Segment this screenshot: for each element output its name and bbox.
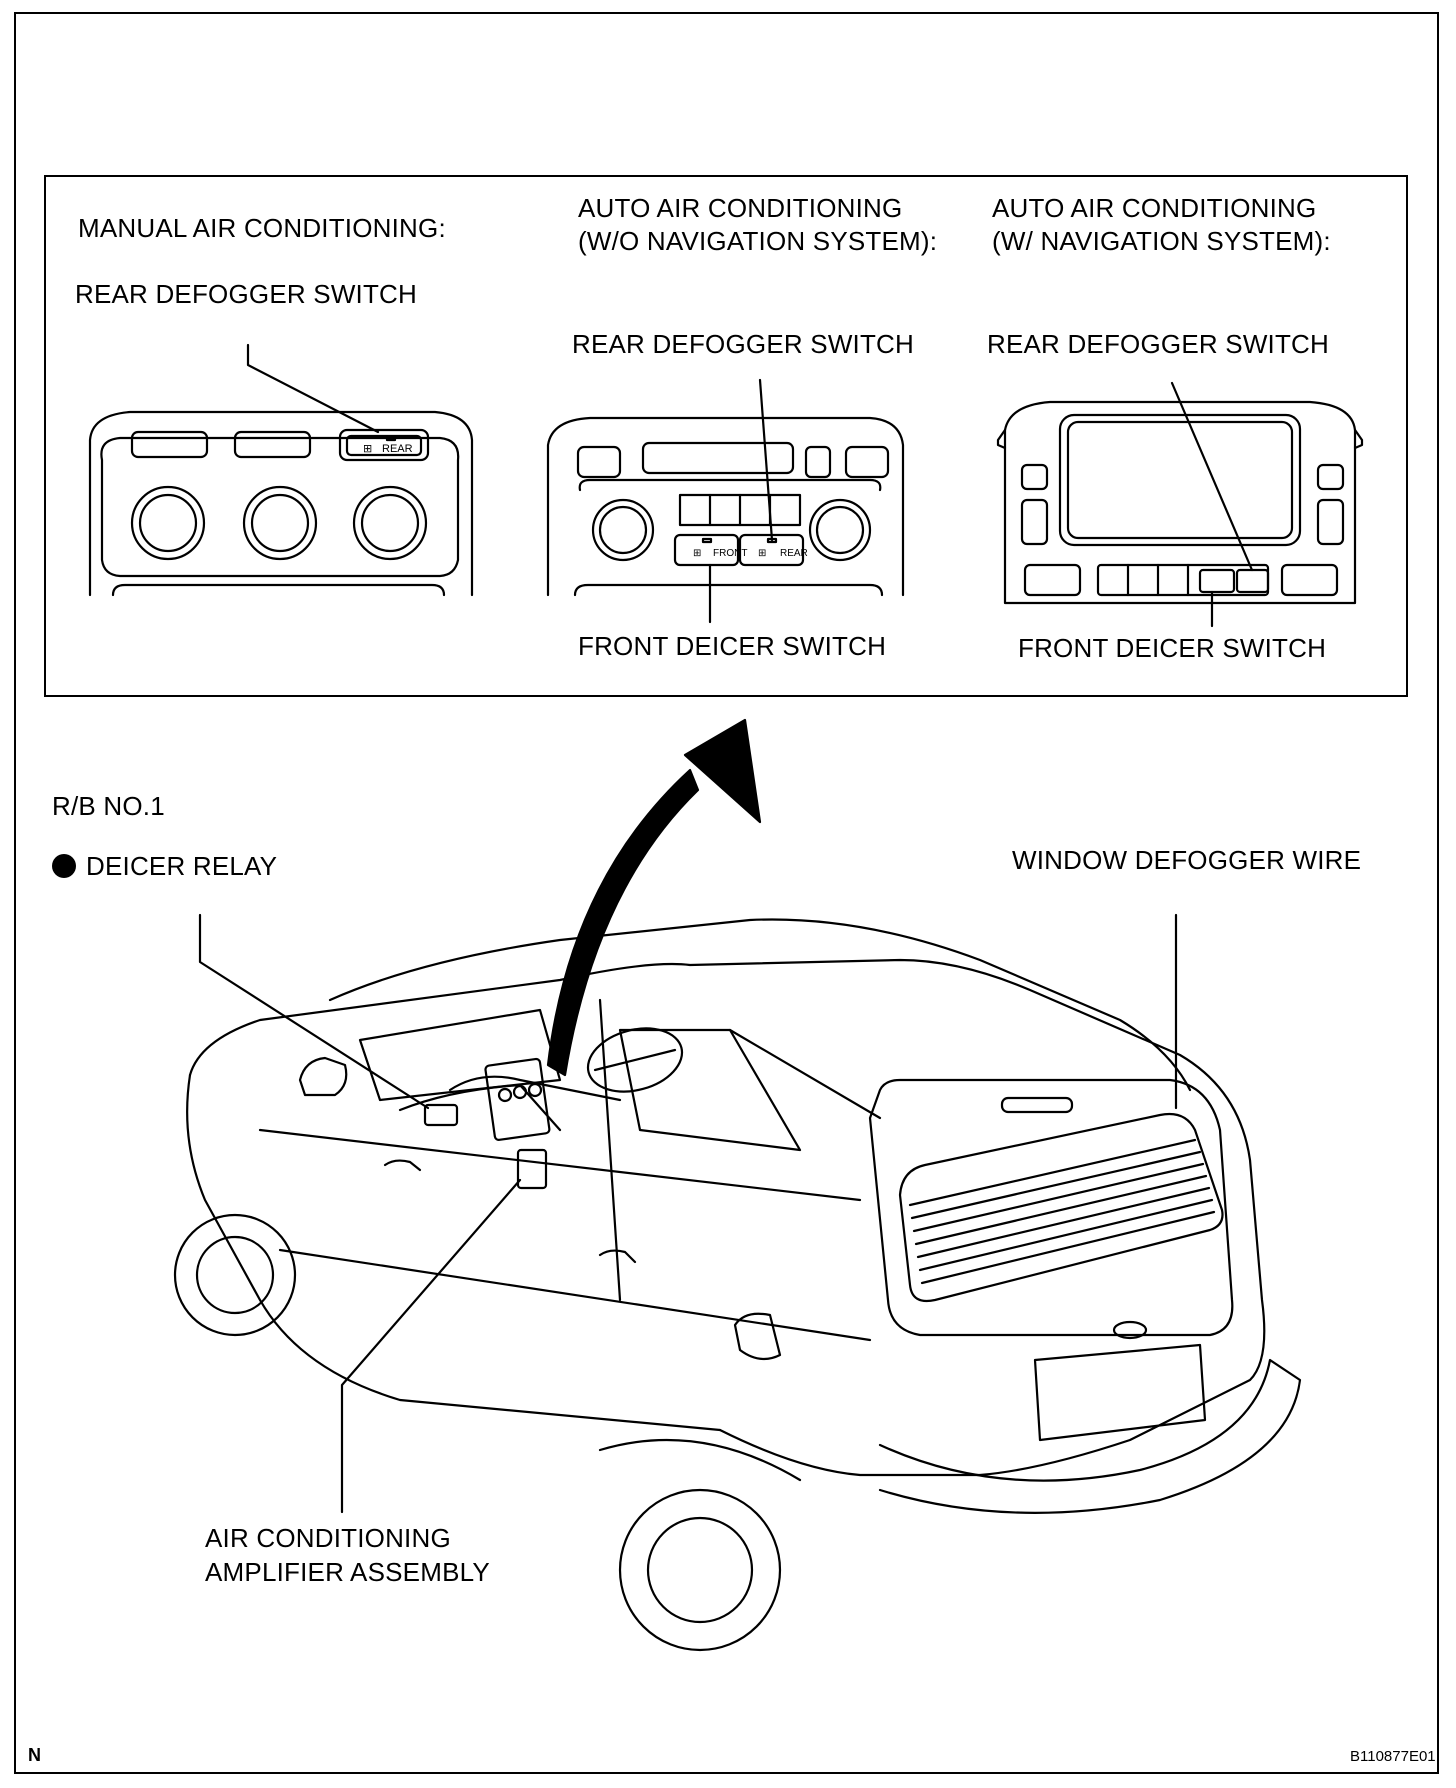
rear-defogger-button-w-nav[interactable] — [1235, 568, 1270, 594]
manual-ac-heading: MANUAL AIR CONDITIONING: — [78, 213, 446, 243]
corner-mark: N — [28, 1745, 41, 1765]
auto-wo-nav-heading-line2: (W/O NAVIGATION SYSTEM): — [578, 226, 938, 256]
rear-button-text-wo-nav: REAR — [780, 548, 808, 559]
window-defogger-wire-label: WINDOW DEFOGGER WIRE — [1012, 845, 1362, 875]
manual-rear-defogger-button[interactable] — [338, 428, 430, 462]
auto-w-nav-heading-line2: (W/ NAVIGATION SYSTEM): — [992, 226, 1331, 256]
auto-w-nav-panel — [996, 381, 1364, 628]
auto-wo-nav-panel — [546, 378, 905, 624]
amplifier-label-line2: AMPLIFIER ASSEMBLY — [205, 1557, 490, 1587]
switch-location-inset — [44, 175, 1408, 697]
amplifier-part — [516, 1148, 548, 1190]
deicer-relay-bullet — [52, 854, 76, 878]
svg-text:⊞: ⊞ — [693, 548, 701, 559]
auto-wo-nav-front-deicer-label: FRONT DEICER SWITCH — [578, 631, 887, 661]
manual-ac-panel — [88, 343, 474, 597]
navigation-display — [1058, 413, 1302, 547]
front-button-text: FRONT — [713, 548, 747, 559]
rb-no1-label: R/B NO.1 — [52, 791, 165, 821]
dashboard-ac-panel — [484, 1057, 551, 1141]
svg-text:⊞: ⊞ — [363, 442, 372, 455]
amplifier-leader — [340, 1178, 522, 1514]
deicer-relay-part — [423, 1103, 459, 1127]
auto-wo-nav-rear-defogger-label: REAR DEFOGGER SWITCH — [572, 329, 915, 359]
rear-window — [898, 1112, 1224, 1303]
auto-w-nav-heading-line1: AUTO AIR CONDITIONING — [992, 193, 1317, 223]
svg-text:⊞: ⊞ — [758, 548, 766, 559]
front-deicer-button-w-nav[interactable] — [1198, 568, 1236, 594]
auto-w-nav-front-deicer-label: FRONT DEICER SWITCH — [1018, 633, 1327, 663]
front-deicer-button-wo-nav[interactable] — [673, 533, 740, 567]
page-frame — [14, 12, 1439, 1774]
callout-arrow — [546, 718, 762, 1077]
manual-rear-defogger-label: REAR DEFOGGER SWITCH — [75, 279, 418, 309]
amplifier-label-line1: AIR CONDITIONING — [205, 1523, 451, 1553]
deicer-relay-label: DEICER RELAY — [86, 851, 278, 881]
deicer-relay-leader — [198, 913, 430, 1110]
figure-code: B110877E01 — [1350, 1748, 1436, 1765]
auto-wo-nav-heading-line1: AUTO AIR CONDITIONING — [578, 193, 903, 223]
auto-w-nav-rear-defogger-label: REAR DEFOGGER SWITCH — [987, 329, 1330, 359]
vehicle-illustration — [173, 918, 1302, 1652]
manual-rear-button-text: REAR — [382, 443, 413, 455]
